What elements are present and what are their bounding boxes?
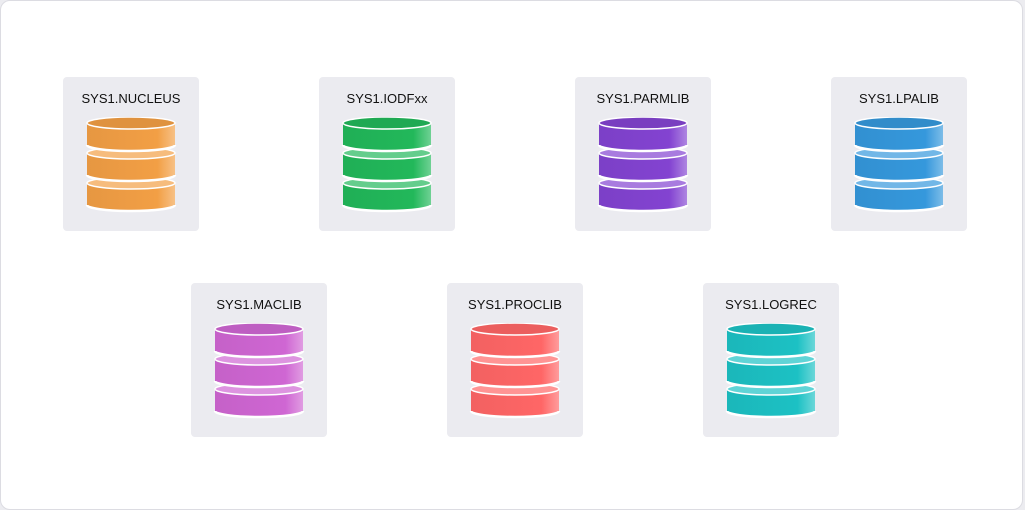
database-disk	[597, 117, 689, 153]
database-icon	[213, 323, 305, 419]
dataset-label: SYS1.PARMLIB	[596, 91, 690, 106]
database-icon	[85, 117, 177, 213]
dataset-label: SYS1.LPALIB	[859, 91, 939, 106]
database-icon	[853, 117, 945, 213]
database-icon	[725, 323, 817, 419]
dataset-label: SYS1.IODFxx	[346, 91, 428, 106]
dataset-card-parmlib[interactable]: SYS1.PARMLIB	[575, 77, 711, 231]
dataset-label: SYS1.MACLIB	[216, 297, 302, 312]
dataset-card-maclib[interactable]: SYS1.MACLIB	[191, 283, 327, 437]
dataset-card-logrec[interactable]: SYS1.LOGREC	[703, 283, 839, 437]
database-disk	[213, 323, 305, 359]
database-icon	[341, 117, 433, 213]
database-disk	[85, 117, 177, 153]
dataset-label: SYS1.LOGREC	[725, 297, 817, 312]
database-disk	[725, 323, 817, 359]
dataset-card-proclib[interactable]: SYS1.PROCLIB	[447, 283, 583, 437]
dataset-label: SYS1.PROCLIB	[468, 297, 562, 312]
database-disk	[341, 117, 433, 153]
database-disk	[469, 323, 561, 359]
database-disk	[597, 146, 689, 183]
dataset-card-nucleus[interactable]: SYS1.NUCLEUS	[63, 77, 199, 231]
dataset-card-iodf[interactable]: SYS1.IODFxx	[319, 77, 455, 231]
dataset-label: SYS1.NUCLEUS	[81, 91, 181, 106]
database-disk	[853, 117, 945, 153]
database-icon	[469, 323, 561, 419]
dataset-card-lpalib[interactable]: SYS1.LPALIB	[831, 77, 967, 231]
database-icon	[597, 117, 689, 213]
